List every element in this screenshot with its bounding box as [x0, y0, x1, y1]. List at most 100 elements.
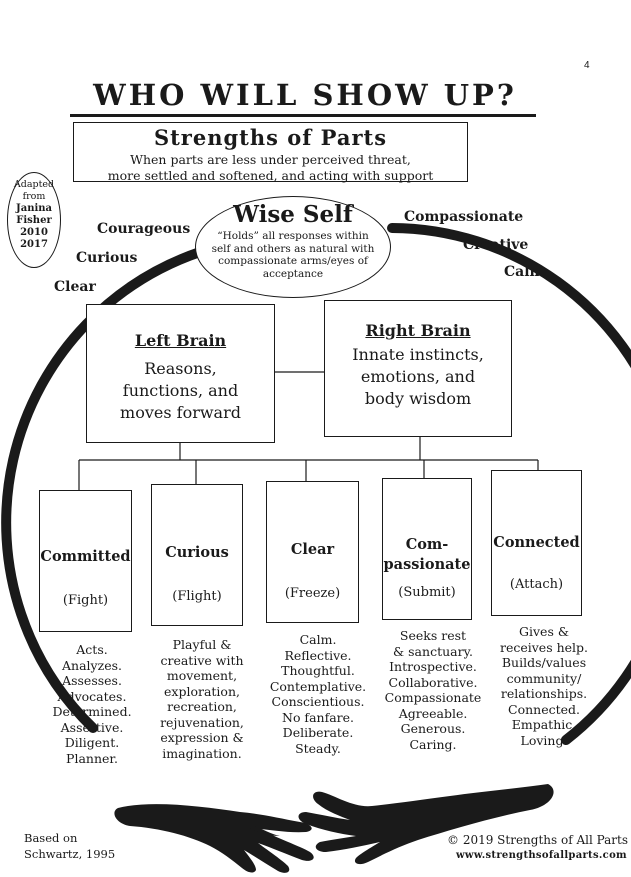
trait-line: relationships.: [500, 686, 588, 701]
part-name: Curious: [165, 544, 229, 561]
part-card-compassionate: Com- passionate (Submit): [382, 478, 472, 620]
trait-line: Analyzes.: [62, 657, 122, 673]
trait-line: Advocates.: [57, 688, 127, 704]
part-name: Clear: [290, 541, 335, 558]
trait-compassionate: Compassionate: [404, 209, 524, 225]
trait-line: Caring.: [409, 736, 457, 752]
right-brain-line-3: body wisdom: [364, 389, 472, 408]
left-hand-icon: [114, 804, 314, 873]
right-brain-description: Innate instincts, emotions, and body wis…: [325, 344, 511, 410]
left-brain-title: Left Brain: [134, 331, 227, 350]
adapted-from-badge: Adapted from Janina Fisher 2010 2017: [7, 172, 61, 268]
wise-self-title: Wise Self: [233, 201, 353, 228]
part-card-clear: Clear (Freeze): [266, 481, 359, 623]
part-name-line-1: Com-: [405, 536, 449, 553]
page-number: 4: [584, 60, 590, 71]
part-card-connected: Connected (Attach): [491, 470, 582, 616]
left-brain-box: Left Brain Reasons, functions, and moves…: [86, 304, 275, 443]
trait-line: & sanctuary.: [393, 643, 473, 659]
based-on-credit: Based on Schwartz, 1995: [24, 830, 115, 862]
trait-line: imagination.: [162, 745, 242, 761]
strengths-banner: Strengths of Parts When parts are less u…: [73, 122, 468, 184]
part-card-committed: Committed (Fight): [39, 490, 132, 632]
trait-line: Determined.: [52, 704, 132, 719]
embrace-arc-right: [387, 223, 631, 745]
based-on-label: Based on: [24, 831, 78, 845]
left-brain-line-1: Reasons,: [144, 359, 217, 378]
connected-traits: Gives & receives help. Builds/values com…: [490, 624, 598, 748]
banner-heading: Strengths of Parts: [153, 125, 388, 150]
trait-line: Calm.: [299, 632, 337, 647]
clear-traits: Calm. Reflective. Thoughtful. Contemplat…: [264, 632, 372, 756]
trait-line: Builds/values: [501, 655, 587, 670]
trait-line: expression &: [160, 730, 244, 745]
trait-line: Contemplative.: [269, 678, 367, 694]
badge-line-1: Adapted: [13, 179, 55, 190]
trait-line: receives help.: [499, 639, 589, 655]
banner-line-2: more settled and softened, and acting wi…: [107, 168, 434, 183]
trait-line: recreation,: [167, 699, 237, 714]
trait-line: No fanfare.: [282, 709, 354, 725]
curious-traits: Playful & creative with movement, explor…: [147, 637, 257, 761]
part-name-line-2: passionate: [383, 556, 471, 573]
trait-line: Playful &: [172, 637, 232, 652]
trait-line: Introspective.: [389, 659, 477, 674]
badge-line-2: from: [22, 191, 46, 202]
compassionate-traits: Seeks rest & sanctuary. Introspective. C…: [378, 628, 488, 752]
trait-line: Conscientious.: [271, 694, 365, 709]
trait-line: Gives &: [519, 624, 569, 639]
trait-clear: Clear: [54, 279, 96, 295]
trait-line: rejuvenation,: [160, 714, 244, 730]
trait-line: Assertive.: [60, 719, 124, 735]
trait-creative: Creative: [463, 237, 529, 253]
left-brain-description: Reasons, functions, and moves forward: [87, 358, 274, 424]
trait-line: creative with: [160, 652, 244, 668]
right-brain-line-1: Innate instincts,: [352, 345, 484, 364]
trait-line: Reflective.: [284, 647, 352, 663]
trait-line: Compassionate: [384, 690, 482, 705]
part-response: (Attach): [509, 577, 564, 592]
trait-line: community/: [506, 670, 582, 686]
part-name: Connected: [493, 534, 580, 551]
badge-author-first: Janina: [15, 203, 53, 214]
banner-subtitle: When parts are less under perceived thre…: [74, 152, 467, 184]
right-brain-line-2: emotions, and: [360, 367, 476, 386]
title-underline: [70, 114, 536, 117]
part-card-curious: Curious (Flight): [151, 484, 243, 626]
part-response: (Freeze): [284, 586, 341, 601]
trait-line: Loving.: [520, 732, 568, 748]
trait-line: Thoughtful.: [281, 663, 355, 678]
banner-line-1: When parts are less under perceived thre…: [130, 152, 411, 167]
trait-line: Planner.: [66, 750, 118, 766]
badge-year-1: 2010: [20, 227, 48, 238]
trait-line: Collaborative.: [388, 674, 478, 690]
trait-line: Deliberate.: [282, 725, 354, 740]
wise-self-oval: Wise Self “Holds” all responses within s…: [195, 196, 391, 298]
right-hand-icon: [298, 784, 554, 865]
website-link: www.strengthsofallparts.com: [456, 850, 627, 861]
right-brain-title: Right Brain: [365, 321, 471, 340]
part-response: (Flight): [172, 589, 222, 604]
wise-self-description: “Holds” all responses within self and ot…: [211, 230, 375, 280]
part-response: (Fight): [62, 593, 109, 608]
trait-line: Steady.: [295, 740, 341, 756]
trait-line: Acts.: [76, 642, 108, 657]
left-brain-line-2: functions, and: [122, 381, 239, 400]
part-response: (Submit): [398, 585, 456, 600]
trait-line: Seeks rest: [399, 628, 467, 643]
trait-line: exploration,: [164, 683, 240, 699]
badge-author-last: Fisher: [16, 215, 52, 226]
trait-line: Assesses.: [62, 673, 122, 688]
based-on-source: Schwartz, 1995: [24, 847, 116, 861]
copyright: © 2019 Strengths of All Parts: [447, 833, 629, 847]
right-brain-box: Right Brain Innate instincts, emotions, …: [324, 300, 512, 437]
left-brain-line-3: moves forward: [120, 403, 241, 422]
trait-courageous: Courageous: [97, 221, 191, 237]
badge-year-2: 2017: [20, 239, 48, 250]
trait-line: Agreeable.: [398, 705, 468, 721]
part-name: Committed: [40, 548, 131, 565]
trait-curious: Curious: [76, 250, 138, 266]
trait-line: Connected.: [508, 701, 580, 717]
trait-line: Empathic.: [511, 717, 577, 732]
